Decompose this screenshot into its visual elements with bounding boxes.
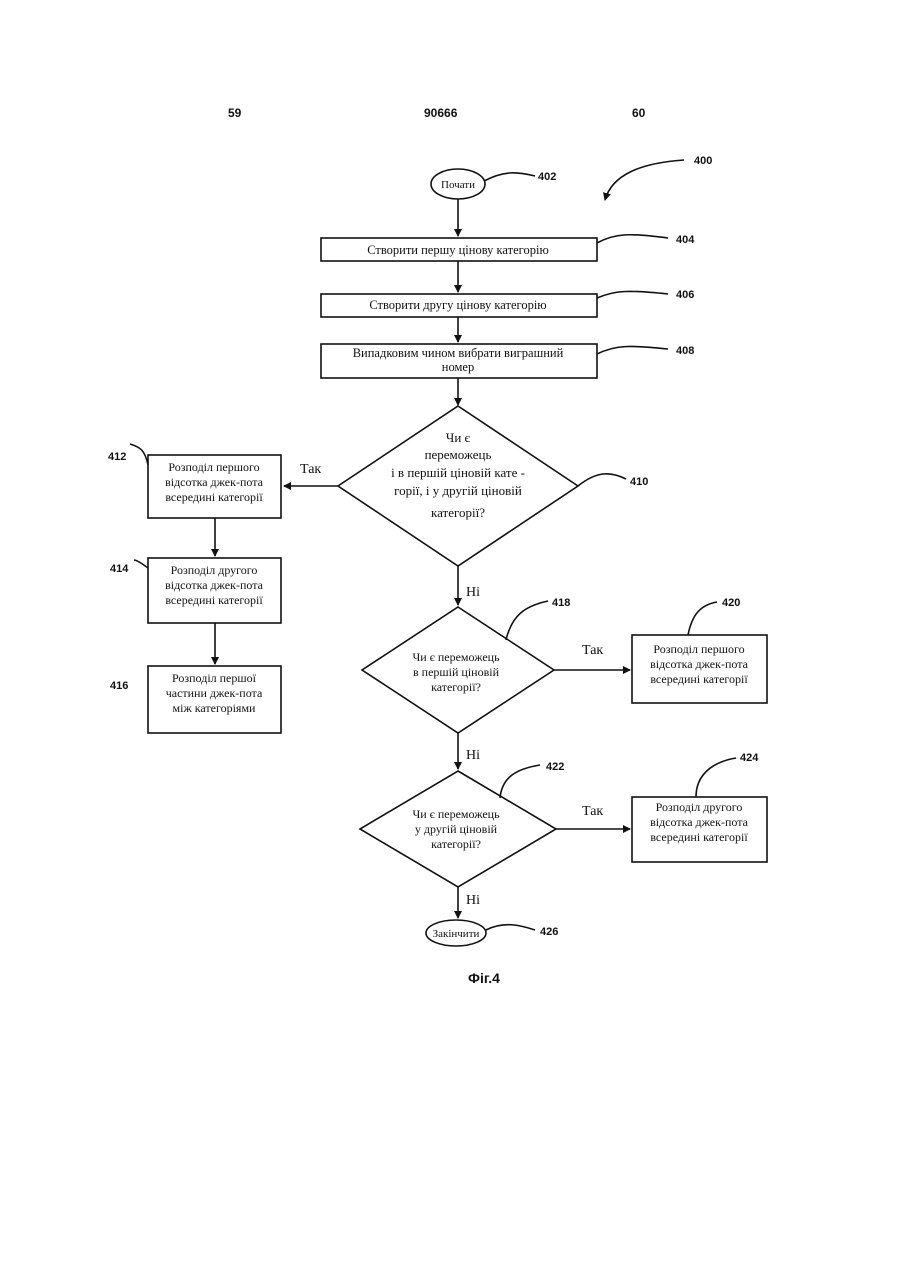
diamond-422-line1: Чи є переможець <box>412 807 500 821</box>
ref-402: 402 <box>538 171 556 183</box>
box-406-label: Створити другу цінову категорію <box>369 298 546 312</box>
edge-label-no-422: Ні <box>466 893 480 908</box>
ref-414: 414 <box>110 563 129 575</box>
diamond-418-line1: Чи є переможець <box>412 650 500 664</box>
box-416-line1: Розподіл першої <box>172 671 257 685</box>
edge-label-yes-418: Так <box>582 643 603 658</box>
box-412-line2: відсотка джек-пота <box>165 475 264 489</box>
figure-caption: Фіг.4 <box>468 970 500 986</box>
diamond-410-line1: Чи є <box>446 430 471 445</box>
box-412-line3: всередині категорії <box>165 490 263 504</box>
box-404-label: Створити першу цінову категорію <box>367 243 549 257</box>
edge-label-yes-410: Так <box>300 462 321 477</box>
box-414-line2: відсотка джек-пота <box>165 578 264 592</box>
diamond-410-line2: переможець <box>425 447 492 462</box>
leader-414 <box>134 560 148 568</box>
diamond-410-line5: категорії? <box>431 505 485 520</box>
ref-424: 424 <box>740 752 759 764</box>
edge-label-no-418: Ні <box>466 748 480 763</box>
box-424-line1: Розподіл другого <box>656 800 743 814</box>
ref-404: 404 <box>676 234 695 246</box>
leader-422 <box>500 765 540 798</box>
figure-ref-arrow <box>605 160 684 200</box>
end-label: Закінчити <box>433 928 480 940</box>
leader-404 <box>597 235 668 243</box>
diamond-418-line3: категорії? <box>431 680 481 694</box>
leader-410 <box>578 474 626 486</box>
edge-label-no-410: Ні <box>466 585 480 600</box>
box-420-line2: відсотка джек-пота <box>650 657 749 671</box>
ref-416: 416 <box>110 680 128 692</box>
edge-label-yes-422: Так <box>582 804 603 819</box>
box-420-line1: Розподіл першого <box>653 642 744 656</box>
leader-412 <box>130 444 148 465</box>
ref-400: 400 <box>694 155 712 167</box>
box-424-line2: відсотка джек-пота <box>650 815 749 829</box>
box-414-line3: всередині категорії <box>165 593 263 607</box>
box-412-line1: Розподіл першого <box>168 460 259 474</box>
start-label: Почати <box>441 179 475 191</box>
box-420-line3: всередині категорії <box>650 672 748 686</box>
ref-406: 406 <box>676 289 694 301</box>
box-416-line3: між категоріями <box>173 701 257 715</box>
leader-406 <box>597 291 668 298</box>
leader-426 <box>486 925 535 930</box>
box-424-line3: всередині категорії <box>650 830 748 844</box>
ref-412: 412 <box>108 451 126 463</box>
diamond-410-line4: горії, і у другій ціновій <box>394 483 522 498</box>
box-416-line2: частини джек-пота <box>166 686 263 700</box>
box-408-label-line1: Випадковим чином вибрати виграшний <box>353 346 564 360</box>
leader-402 <box>484 173 535 181</box>
ref-422: 422 <box>546 761 564 773</box>
box-414-line1: Розподіл другого <box>171 563 258 577</box>
ref-410: 410 <box>630 476 648 488</box>
diamond-418-line2: в першій ціновій <box>413 665 500 679</box>
diamond-410-line3: і в першій ціновій кате - <box>391 465 525 480</box>
leader-408 <box>597 346 668 354</box>
ref-418: 418 <box>552 597 570 609</box>
ref-426: 426 <box>540 926 558 938</box>
leader-424 <box>696 758 736 797</box>
diamond-422-line3: категорії? <box>431 837 481 851</box>
box-408-label-line2: номер <box>442 360 474 374</box>
leader-418 <box>506 601 548 640</box>
diamond-422-line2: у другій ціновій <box>415 822 498 836</box>
leader-420 <box>688 602 717 635</box>
ref-408: 408 <box>676 345 694 357</box>
ref-420: 420 <box>722 597 740 609</box>
